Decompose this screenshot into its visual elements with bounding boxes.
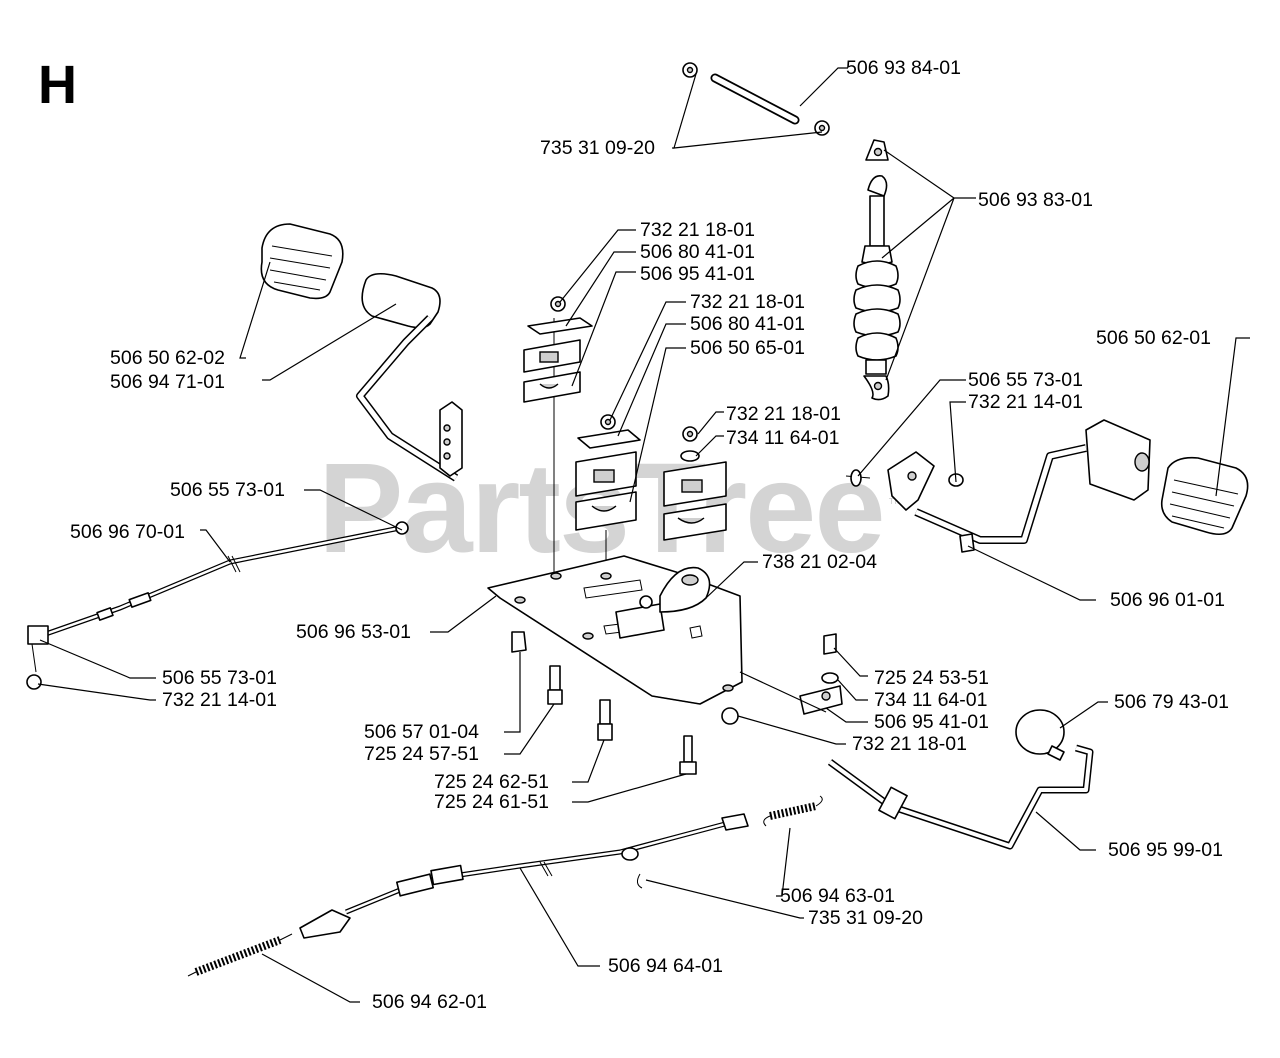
clip-part <box>682 62 830 136</box>
part-label: 506 93 83-01 <box>978 189 1093 211</box>
part-label: 732 21 18-01 <box>726 403 841 425</box>
part-label: 732 21 14-01 <box>968 391 1083 413</box>
part-label: 725 24 53-51 <box>874 667 989 689</box>
mount-stack-middle-part <box>575 414 641 574</box>
part-label: 506 50 65-01 <box>690 337 805 359</box>
cable-lower-part <box>299 813 749 939</box>
part-label: 738 21 02-04 <box>762 551 877 573</box>
part-label: 506 50 62-01 <box>1096 327 1211 349</box>
pedal-pad-left-part <box>260 223 344 300</box>
part-label: 506 55 73-01 <box>170 479 285 501</box>
part-label: 506 80 41-01 <box>640 241 755 263</box>
part-label: 506 50 62-02 <box>110 347 225 369</box>
gear-rod-part <box>827 744 1094 850</box>
part-label: 506 95 41-01 <box>640 263 755 285</box>
part-label: 506 95 99-01 <box>1108 839 1223 861</box>
part-label: 725 24 62-51 <box>434 771 549 793</box>
part-label: 735 31 09-20 <box>808 907 923 929</box>
part-labels: 506 93 84-01 735 31 09-20 506 93 83-01 7… <box>70 57 1229 1013</box>
spring-lower-part <box>187 933 293 977</box>
section-letter: H <box>38 55 77 115</box>
part-label: 506 55 73-01 <box>968 369 1083 391</box>
part-label: 506 96 01-01 <box>1110 589 1225 611</box>
part-label: 506 57 01-04 <box>364 721 479 743</box>
part-label: 506 80 41-01 <box>690 313 805 335</box>
part-label: 725 24 61-51 <box>434 791 549 813</box>
part-label: 506 94 64-01 <box>608 955 723 977</box>
pin-part <box>710 73 800 125</box>
part-label: 506 55 73-01 <box>162 667 277 689</box>
spring-upper-part <box>763 795 823 827</box>
part-label: 732 21 18-01 <box>852 733 967 755</box>
cable-left-part <box>26 521 409 690</box>
part-label: 725 24 57-51 <box>364 743 479 765</box>
part-label: 506 94 71-01 <box>110 371 225 393</box>
part-label: 506 94 62-01 <box>372 991 487 1013</box>
part-label: 734 11 64-01 <box>874 689 988 711</box>
right-clamp-part <box>799 633 843 715</box>
part-label: 506 96 70-01 <box>70 521 185 543</box>
part-label: 732 21 18-01 <box>640 219 755 241</box>
part-label: 506 96 53-01 <box>296 621 411 643</box>
base-plate-part <box>487 555 743 705</box>
mount-stack-right-part <box>663 426 727 541</box>
control-knob-part <box>1015 709 1065 761</box>
part-label: 506 94 63-01 <box>780 885 895 907</box>
pedal-pad-right-part <box>1160 456 1249 536</box>
part-label: 506 79 43-01 <box>1114 691 1229 713</box>
part-label: 732 21 18-01 <box>690 291 805 313</box>
part-label: 732 21 14-01 <box>162 689 277 711</box>
plate-bolts-part <box>511 631 739 775</box>
shock-absorber-part <box>853 139 901 401</box>
pedal-arm-right-part <box>845 419 1151 553</box>
mount-stack-left-part <box>523 296 593 582</box>
leader-lines <box>37 67 1250 1003</box>
part-label: 735 31 09-20 <box>540 137 655 159</box>
part-label: 506 93 84-01 <box>846 57 961 79</box>
part-label: 734 11 64-01 <box>726 427 840 449</box>
pedal-arm-left-part <box>356 272 463 482</box>
part-label: 506 95 41-01 <box>874 711 989 733</box>
